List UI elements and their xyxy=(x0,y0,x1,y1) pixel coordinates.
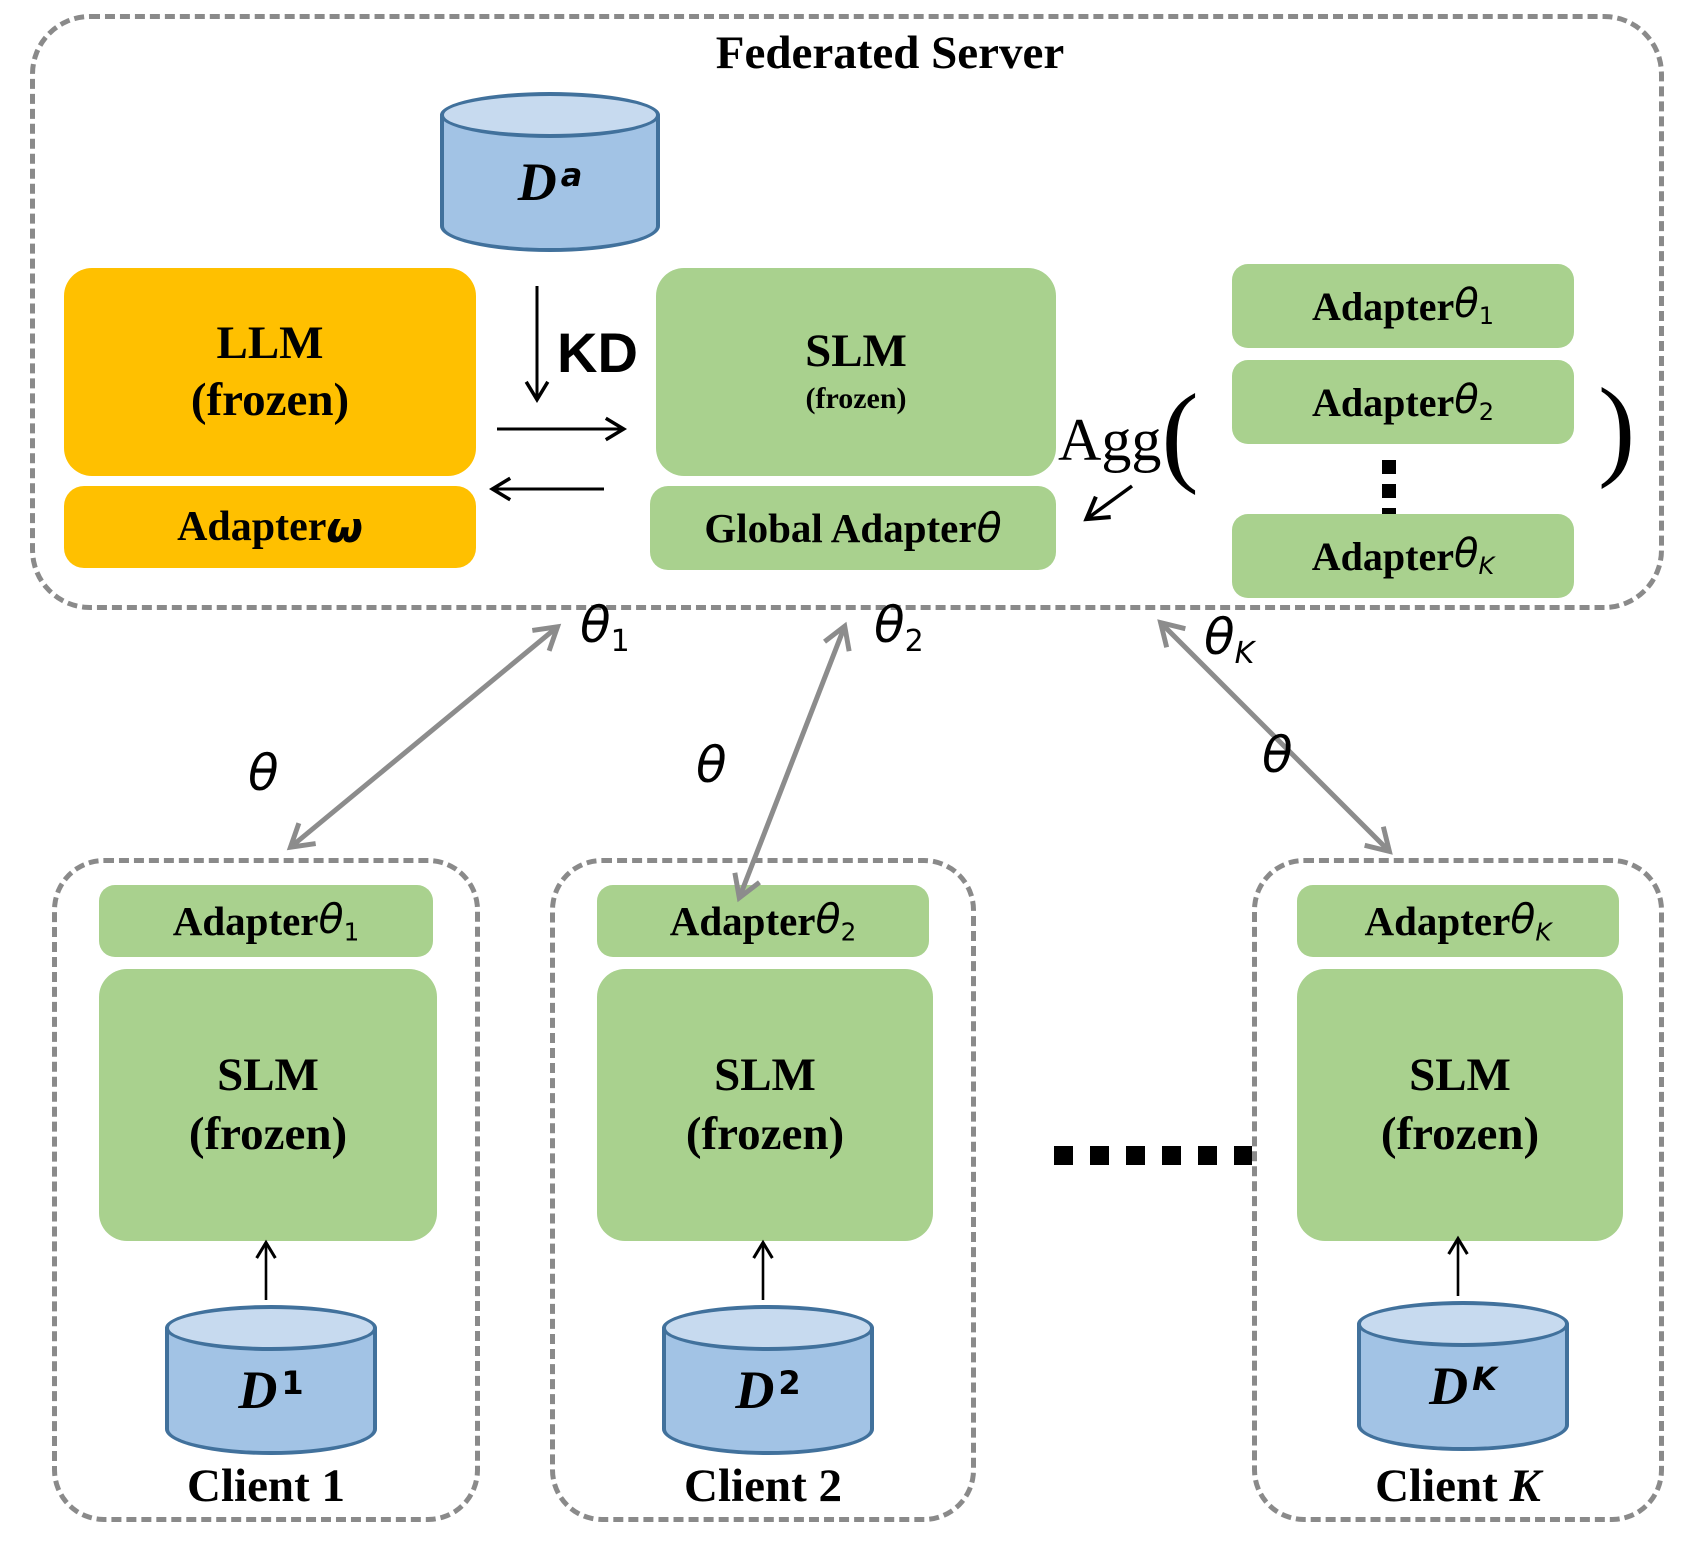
client-2-slm-line1: SLM xyxy=(714,1049,816,1102)
theta2-subscript: 2 xyxy=(1478,398,1494,427)
cylinder-top-ellipse xyxy=(440,92,660,138)
kd-label: KD xyxy=(557,321,638,384)
link3-upload-label: θK xyxy=(1204,608,1255,671)
client-2-slm-box: SLM (frozen) xyxy=(597,969,933,1241)
client-1-adapter-prefix: Adapter xyxy=(172,898,319,944)
client-K-adapter-box: Adapter θK xyxy=(1297,885,1619,957)
client-2-slm-line2: (frozen) xyxy=(685,1108,845,1160)
stack-adapter-theta2-box: Adapter θ2 xyxy=(1232,360,1574,444)
stack-adapterK-prefix: Adapter xyxy=(1311,533,1454,579)
thetaK-symbol: θK xyxy=(1453,531,1495,581)
agg-close-paren: ) xyxy=(1598,366,1636,490)
cylinder-body xyxy=(662,1328,874,1455)
global-adapter-prefix: Global Adapter xyxy=(704,505,977,551)
stack-adapter-theta1-box: Adapter θ1 xyxy=(1232,264,1574,348)
cylinder-top-ellipse xyxy=(165,1305,377,1351)
client-K-slm-box: SLM (frozen) xyxy=(1297,969,1623,1241)
client-1-slm-line1: SLM xyxy=(217,1049,319,1102)
server-slm-line1: SLM xyxy=(805,324,907,377)
server-slm-line2: (frozen) xyxy=(805,382,907,416)
theta1-subscript: 1 xyxy=(1478,302,1494,331)
client-K-adapter-prefix: Adapter xyxy=(1364,898,1511,944)
client-2-adapter-box: Adapter θ2 xyxy=(597,885,929,957)
client-K-label: Client K xyxy=(1375,1460,1541,1512)
client-1-slm-line2: (frozen) xyxy=(188,1108,348,1160)
stack-adapter-thetaK-box: Adapter θK xyxy=(1232,514,1574,598)
client-1-slm-box: SLM (frozen) xyxy=(99,969,437,1241)
link1-download-label: θ xyxy=(248,744,279,802)
theta2-symbol: θ2 xyxy=(1454,377,1494,427)
llm-label-line2: (frozen) xyxy=(190,374,350,426)
federated-server-box xyxy=(30,14,1664,610)
llm-box: LLM (frozen) xyxy=(64,268,476,476)
link3-download-label: θ xyxy=(1262,726,1293,784)
client-2-label: Client 2 xyxy=(684,1460,842,1512)
adapter-omega-prefix: Adapter xyxy=(177,504,327,550)
client-1-label: Client 1 xyxy=(187,1460,345,1512)
global-theta-symbol: θ xyxy=(976,504,1002,552)
agg-open-paren: ( xyxy=(1161,372,1199,496)
link2-download-label: θ xyxy=(696,736,727,794)
link1-upload-label: θ1 xyxy=(580,596,630,659)
dataset-superscript: a xyxy=(560,155,583,194)
cylinder-top-ellipse xyxy=(662,1305,874,1351)
client-K-slm-line1: SLM xyxy=(1409,1049,1511,1102)
client-2-adapter-prefix: Adapter xyxy=(669,898,816,944)
clients-ellipsis xyxy=(1054,1146,1252,1165)
theta1-symbol: θ1 xyxy=(1454,281,1494,331)
thetaK-subscript: K xyxy=(1478,552,1495,581)
client-1-adapter-box: Adapter θ1 xyxy=(99,885,433,957)
server-client2-link-arrow xyxy=(732,621,852,903)
link2-upload-label: θ2 xyxy=(874,596,924,659)
server-title: Federated Server xyxy=(715,27,1065,79)
client-2-theta-symbol: θ2 xyxy=(815,895,857,947)
agg-word: Agg xyxy=(1058,406,1162,473)
adapter-omega-box: Adapter ω xyxy=(64,486,476,568)
aggregation-label: Agg ( xyxy=(1058,378,1199,498)
cylinder-top-ellipse xyxy=(1357,1301,1569,1347)
omega-symbol: ω xyxy=(326,502,363,552)
client-1-theta-symbol: θ1 xyxy=(318,895,360,947)
server-client1-link-arrow xyxy=(286,623,562,851)
client-K-theta-symbol: θK xyxy=(1510,895,1552,947)
llm-label-line1: LLM xyxy=(216,316,324,369)
global-adapter-box: Global Adapter θ xyxy=(650,486,1056,570)
stack-adapter2-prefix: Adapter xyxy=(1312,379,1455,425)
stack-adapter1-prefix: Adapter xyxy=(1312,283,1455,329)
server-slm-box: SLM (frozen) xyxy=(656,268,1056,476)
dataset-symbol: D xyxy=(517,151,557,212)
client-K-slm-line2: (frozen) xyxy=(1380,1108,1540,1160)
adapter-stack-ellipsis xyxy=(1382,460,1396,522)
